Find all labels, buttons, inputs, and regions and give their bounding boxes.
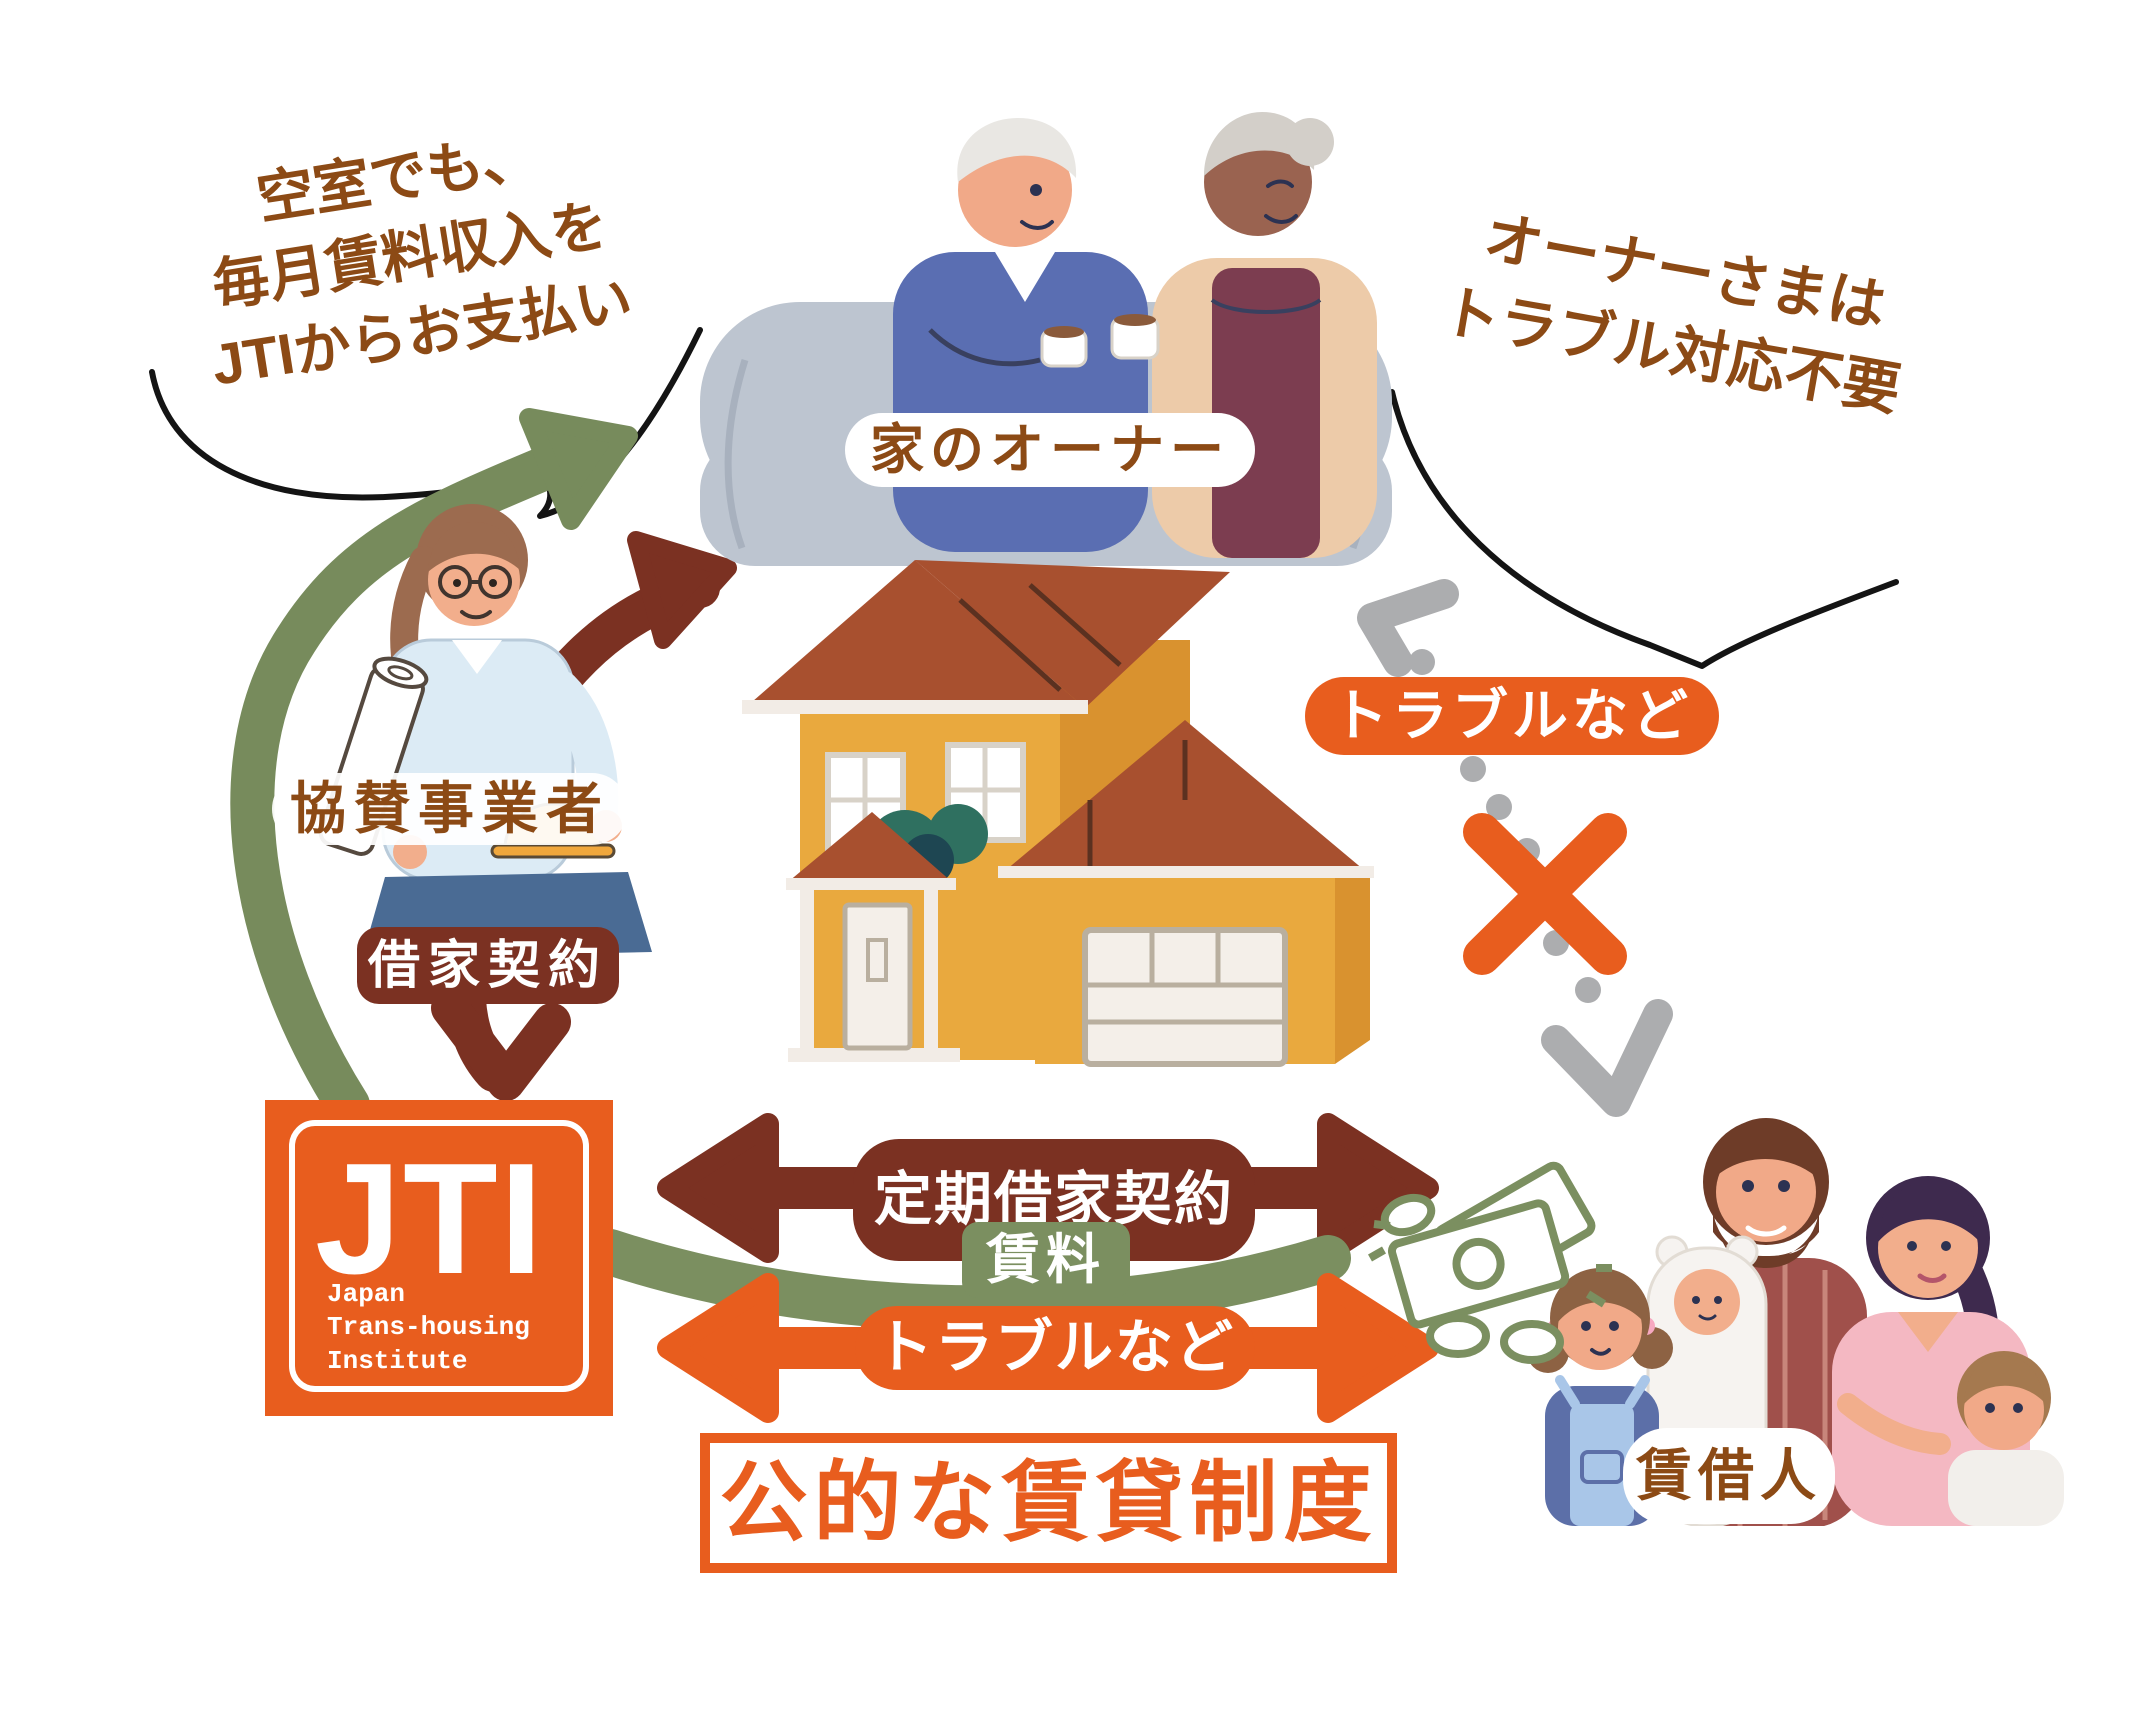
troubles-blocked-label: トラブルなど — [1305, 677, 1719, 755]
jti-logo-inner-border — [289, 1120, 589, 1392]
coffee-cups-icon — [1040, 314, 1160, 368]
rent-payment-arrow — [230, 408, 638, 1127]
speech-bubble-right-outline — [1389, 389, 1899, 669]
house-illustration — [742, 560, 1374, 1067]
owner-couple-illustration — [700, 112, 1392, 566]
jti-full-name: Japan Trans-housing Institute — [327, 1279, 530, 1376]
troubles-arrow — [657, 1273, 1439, 1423]
dashed-double-arrow-icon — [1357, 579, 1673, 1117]
lease-contract-label: 借家契約 — [357, 927, 619, 1004]
sponsor-business-label: 協賛事業者 — [272, 773, 628, 845]
troubles-flow-label: トラブルなど — [855, 1306, 1255, 1390]
x-mark-icon — [1463, 813, 1627, 975]
jti-acronym: JTI — [315, 1131, 545, 1307]
tenant-label: 賃借人 — [1623, 1428, 1835, 1524]
rent-label: 賃料 — [962, 1222, 1130, 1298]
house-owner-label: 家のオーナー — [845, 413, 1255, 487]
money-banknotes-coins-icon — [1368, 1161, 1612, 1364]
jti-logo: JTI Japan Trans-housing Institute — [265, 1100, 613, 1416]
public-rental-system-title: 公的な賃貸制度 — [700, 1433, 1397, 1573]
